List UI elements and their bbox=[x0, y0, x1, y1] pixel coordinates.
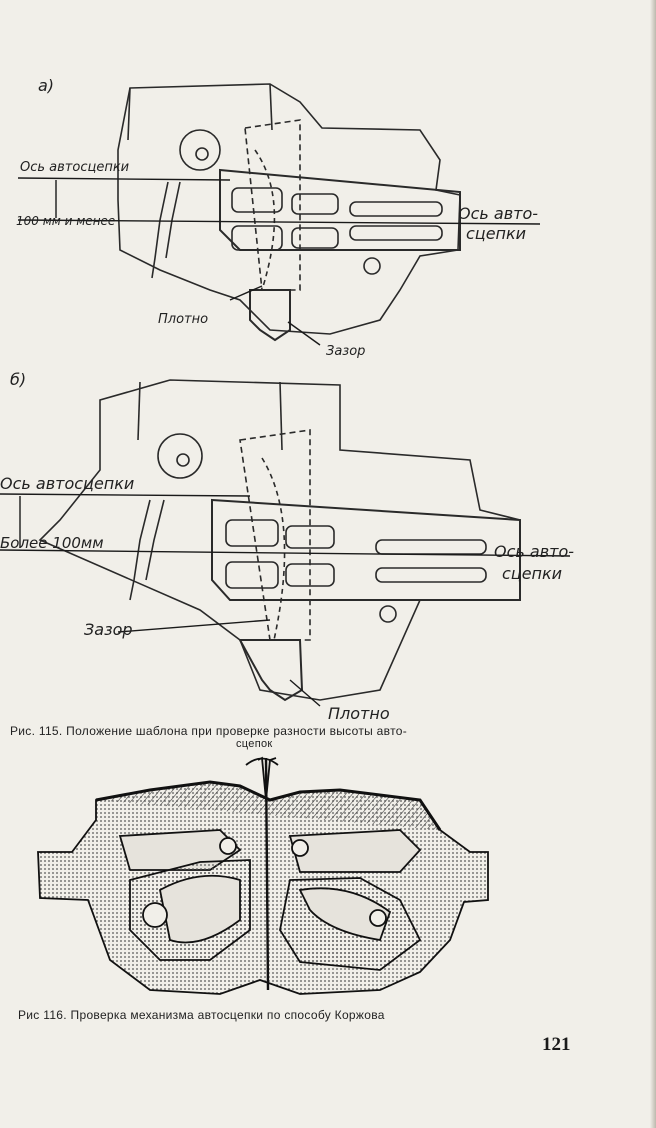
figure-115-caption-cont: сцепок bbox=[236, 738, 273, 750]
panel-a-label: а) bbox=[38, 76, 55, 95]
figure-115b-drawing bbox=[0, 379, 571, 707]
axis-right-label-a-2: сцепки bbox=[466, 224, 527, 243]
figure-116-caption: Рис 116. Проверка механизма автосцепки п… bbox=[18, 1008, 385, 1022]
axis-right-label-a-1: Ось авто- bbox=[458, 204, 539, 223]
figure-116-drawing bbox=[37, 756, 489, 995]
axis-coupler-label-a: Ось автосцепки bbox=[20, 160, 130, 175]
page-edge-shadow bbox=[650, 0, 656, 1128]
gap-label-a: Зазор bbox=[326, 344, 366, 359]
tight-label-b: Плотно bbox=[328, 704, 390, 723]
figure-115a-drawing bbox=[17, 83, 541, 346]
distance-label-a: 100 мм и менее bbox=[16, 214, 116, 228]
page-number: 121 bbox=[542, 1034, 571, 1055]
panel-b-label: б) bbox=[10, 370, 27, 389]
figure-115-caption: Рис. 115. Положение шаблона при проверке… bbox=[10, 724, 408, 738]
axis-right-label-b-1: Ось авто- bbox=[494, 542, 575, 561]
gap-label-b: Зазор bbox=[84, 620, 133, 639]
tight-label-a: Плотно bbox=[158, 312, 209, 327]
axis-coupler-label-b: Ось автосцепки bbox=[0, 474, 135, 493]
distance-label-b: Более 100мм bbox=[0, 534, 104, 552]
axis-right-label-b-2: сцепки bbox=[502, 564, 563, 583]
